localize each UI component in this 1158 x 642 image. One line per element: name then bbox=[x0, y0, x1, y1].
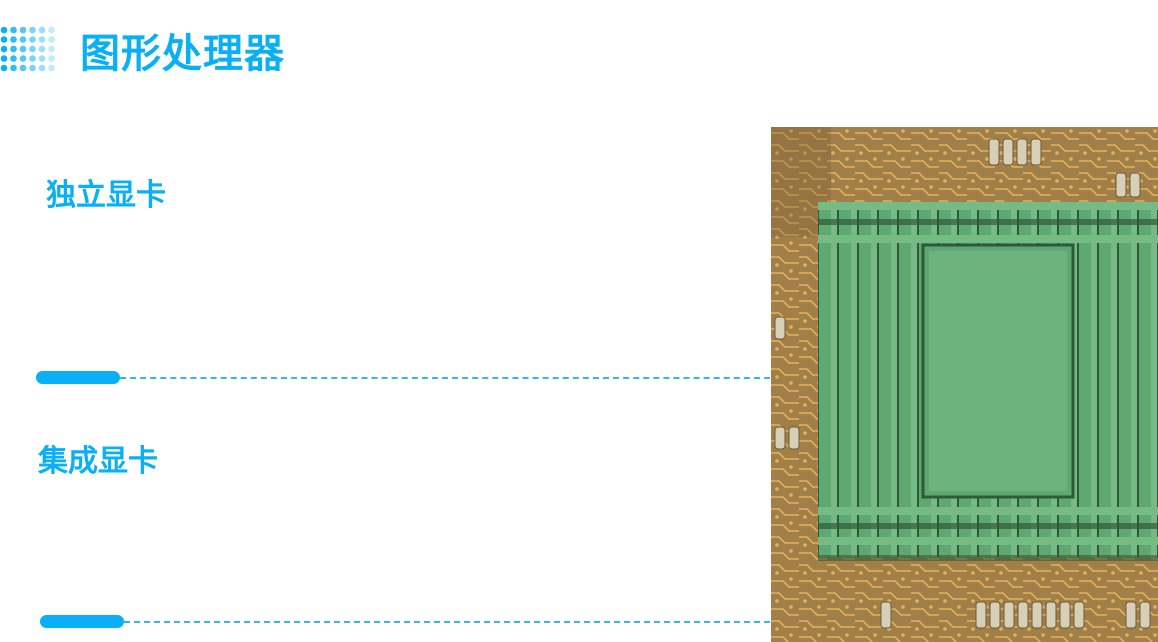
dot-grid-icon bbox=[0, 26, 55, 72]
section-heading-integrated-gpu: 集成显卡 bbox=[38, 444, 158, 479]
gpu-heatsink-image bbox=[771, 127, 1158, 642]
divider-pill bbox=[36, 371, 120, 384]
divider-pill bbox=[40, 615, 124, 628]
slide-title: 图形处理器 bbox=[80, 31, 285, 77]
divider-dashed-line bbox=[120, 377, 770, 379]
section-heading-discrete-gpu: 独立显卡 bbox=[46, 178, 166, 213]
gpu-photo bbox=[771, 127, 1158, 642]
divider-dashed-line bbox=[124, 621, 770, 623]
